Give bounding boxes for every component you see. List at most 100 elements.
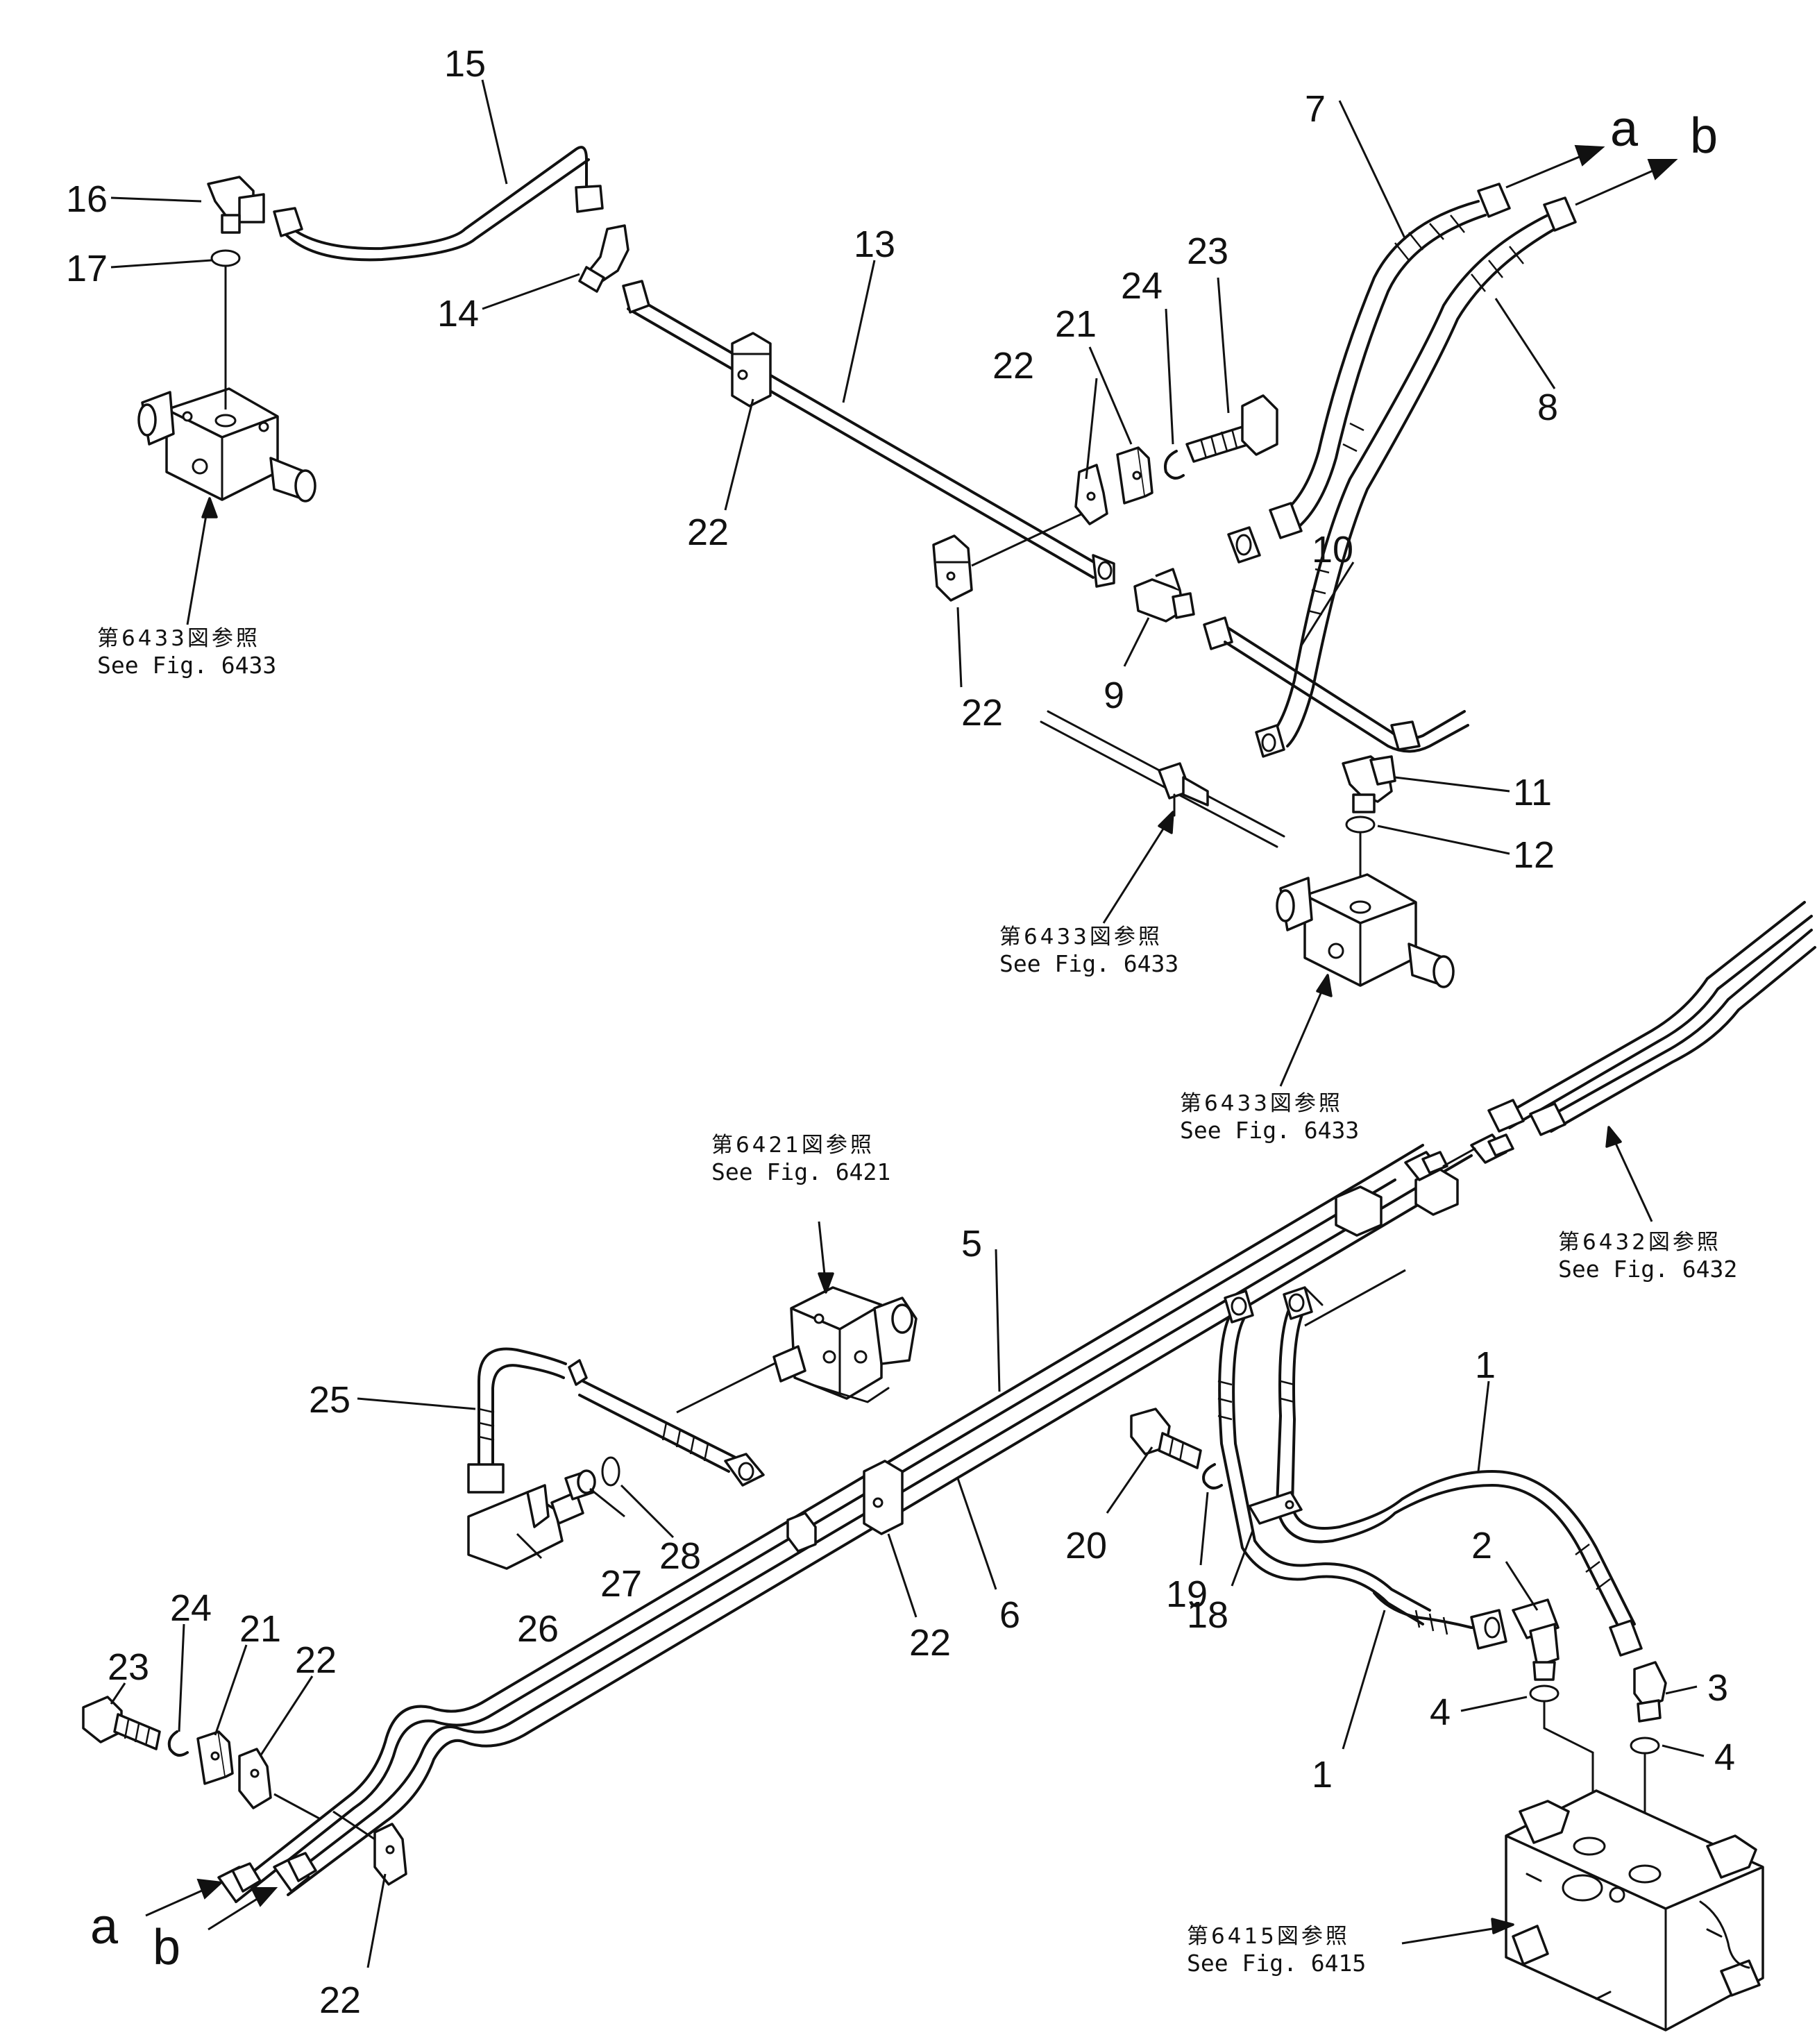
label-b-bottom: b	[153, 1920, 180, 1975]
callout-17: 17	[66, 248, 108, 289]
clamp-plate-21	[1116, 446, 1153, 505]
ref-en: See Fig. 6433	[97, 652, 276, 679]
callout-5: 5	[961, 1223, 982, 1265]
callout-13: 13	[854, 223, 895, 265]
tee-fitting-9	[1133, 568, 1195, 623]
ref-6432: 第6432図参照 See Fig. 6432	[1558, 1230, 1737, 1283]
o-ring-17	[210, 249, 241, 267]
callout-1b: 1	[1312, 1754, 1333, 1796]
o-ring-4-right	[1630, 1737, 1660, 1755]
pipe-end-fittings-right	[1404, 1133, 1514, 1181]
clamp-small-lower-center	[786, 1512, 817, 1553]
pipe-13	[622, 280, 1115, 588]
callout-23a: 23	[1187, 230, 1228, 272]
callout-26: 26	[517, 1608, 559, 1650]
reference-arrows	[186, 497, 1653, 1945]
callout-21a: 21	[1055, 303, 1097, 345]
callout-18: 18	[1187, 1594, 1228, 1636]
ref-6433-upper-left: 第6433図参照 See Fig. 6433	[97, 626, 276, 679]
callout-7: 7	[1305, 88, 1326, 130]
control-valve-fig-6415	[1505, 1789, 1764, 2032]
bolt-23-upper	[1185, 394, 1278, 463]
callout-14: 14	[437, 293, 479, 335]
callout-22f: 22	[319, 1979, 361, 2021]
callout-3: 3	[1707, 1667, 1728, 1709]
callout-10: 10	[1312, 529, 1353, 571]
callout-16: 16	[66, 178, 108, 220]
clamp-22-lower-left-b	[373, 1823, 407, 1886]
callout-4a: 4	[1430, 1691, 1451, 1733]
pipe-5	[231, 1144, 1424, 1903]
ref-jp: 第6415図参照	[1187, 1924, 1350, 1949]
callout-22b: 22	[992, 345, 1034, 387]
label-a-bottom: a	[90, 1899, 119, 1954]
callout-28: 28	[659, 1535, 701, 1577]
label-b-top: b	[1690, 108, 1718, 164]
callout-9: 9	[1104, 675, 1124, 716]
clamp-22-lower-center	[863, 1460, 904, 1535]
middle-valve	[1276, 873, 1455, 988]
adapter-27	[564, 1469, 596, 1501]
clamp-22-lower-left-a	[238, 1748, 272, 1809]
leader-lines	[110, 79, 1705, 1968]
callout-6: 6	[999, 1594, 1020, 1636]
fitting-b-lower	[273, 1852, 317, 1893]
cross-pipe-middle	[1040, 710, 1285, 848]
fitting-3	[1633, 1661, 1667, 1723]
o-ring-4-left	[1529, 1684, 1560, 1703]
pipe-25	[467, 1347, 765, 1494]
valve-fig-6421	[772, 1286, 918, 1403]
callout-22d: 22	[909, 1622, 951, 1664]
ref-6433-middle-right: 第6433図参照 See Fig. 6433	[1180, 1091, 1359, 1144]
bolt-23-lower	[82, 1696, 161, 1750]
washer-19	[1202, 1463, 1223, 1489]
ref-6433-middle-left: 第6433図参照 See Fig. 6433	[999, 924, 1178, 977]
elbow-fitting-11	[1342, 755, 1396, 813]
pipe-6	[283, 1154, 1473, 1896]
callout-4b: 4	[1714, 1737, 1735, 1778]
o-ring-28	[601, 1456, 620, 1487]
callout-12: 12	[1513, 834, 1555, 876]
callout-27: 27	[600, 1563, 642, 1605]
callout-24a: 24	[1121, 265, 1163, 307]
ref-en: See Fig. 6433	[1180, 1117, 1359, 1144]
callout-1a: 1	[1475, 1344, 1496, 1386]
arrow-b-bottom	[208, 1887, 278, 1931]
ref-jp: 第6433図参照	[999, 924, 1163, 949]
label-a-top: a	[1610, 101, 1639, 157]
washer-24-lower	[167, 1730, 189, 1757]
elbow-fitting-26	[467, 1484, 584, 1570]
callout-23b: 23	[108, 1646, 149, 1688]
fitting-2	[1512, 1598, 1560, 1681]
clamp-22-mid	[1074, 464, 1108, 525]
callout-labels: 15 16 17 14 13 22 22 21 24 23 22 9 10 7 …	[66, 43, 1735, 2021]
callout-11: 11	[1513, 772, 1552, 813]
bolt-20	[1130, 1408, 1202, 1469]
pipe-15	[273, 146, 604, 262]
ref-6415: 第6415図参照 See Fig. 6415	[1187, 1924, 1366, 1977]
ref-en: See Fig. 6432	[1558, 1256, 1737, 1283]
hose-7	[1227, 183, 1511, 564]
pipes-to-fig-6432	[1487, 901, 1816, 1136]
callout-24b: 24	[170, 1587, 212, 1629]
hose-8	[1255, 196, 1577, 758]
clamp-upper-right-pipes	[1335, 1168, 1459, 1237]
callout-22e: 22	[295, 1639, 337, 1681]
ref-en: See Fig. 6421	[711, 1158, 890, 1185]
ref-jp: 第6421図参照	[711, 1133, 874, 1158]
ref-jp: 第6433図参照	[97, 626, 260, 651]
ref-jp: 第6432図参照	[1558, 1230, 1721, 1255]
ref-en: See Fig. 6433	[999, 950, 1178, 977]
callout-2: 2	[1471, 1525, 1492, 1566]
callout-20: 20	[1065, 1525, 1107, 1566]
callout-8: 8	[1537, 387, 1558, 428]
ref-jp: 第6433図参照	[1180, 1091, 1343, 1116]
fitting-a-lower	[217, 1862, 262, 1903]
arrow-a-top	[1505, 144, 1605, 189]
callout-22a: 22	[687, 512, 729, 553]
clamp-plate-21-lower	[196, 1730, 234, 1785]
washer-24-upper	[1164, 450, 1185, 480]
arrow-a-bottom	[145, 1878, 224, 1917]
callout-22c: 22	[961, 692, 1003, 734]
callout-25: 25	[309, 1379, 350, 1421]
